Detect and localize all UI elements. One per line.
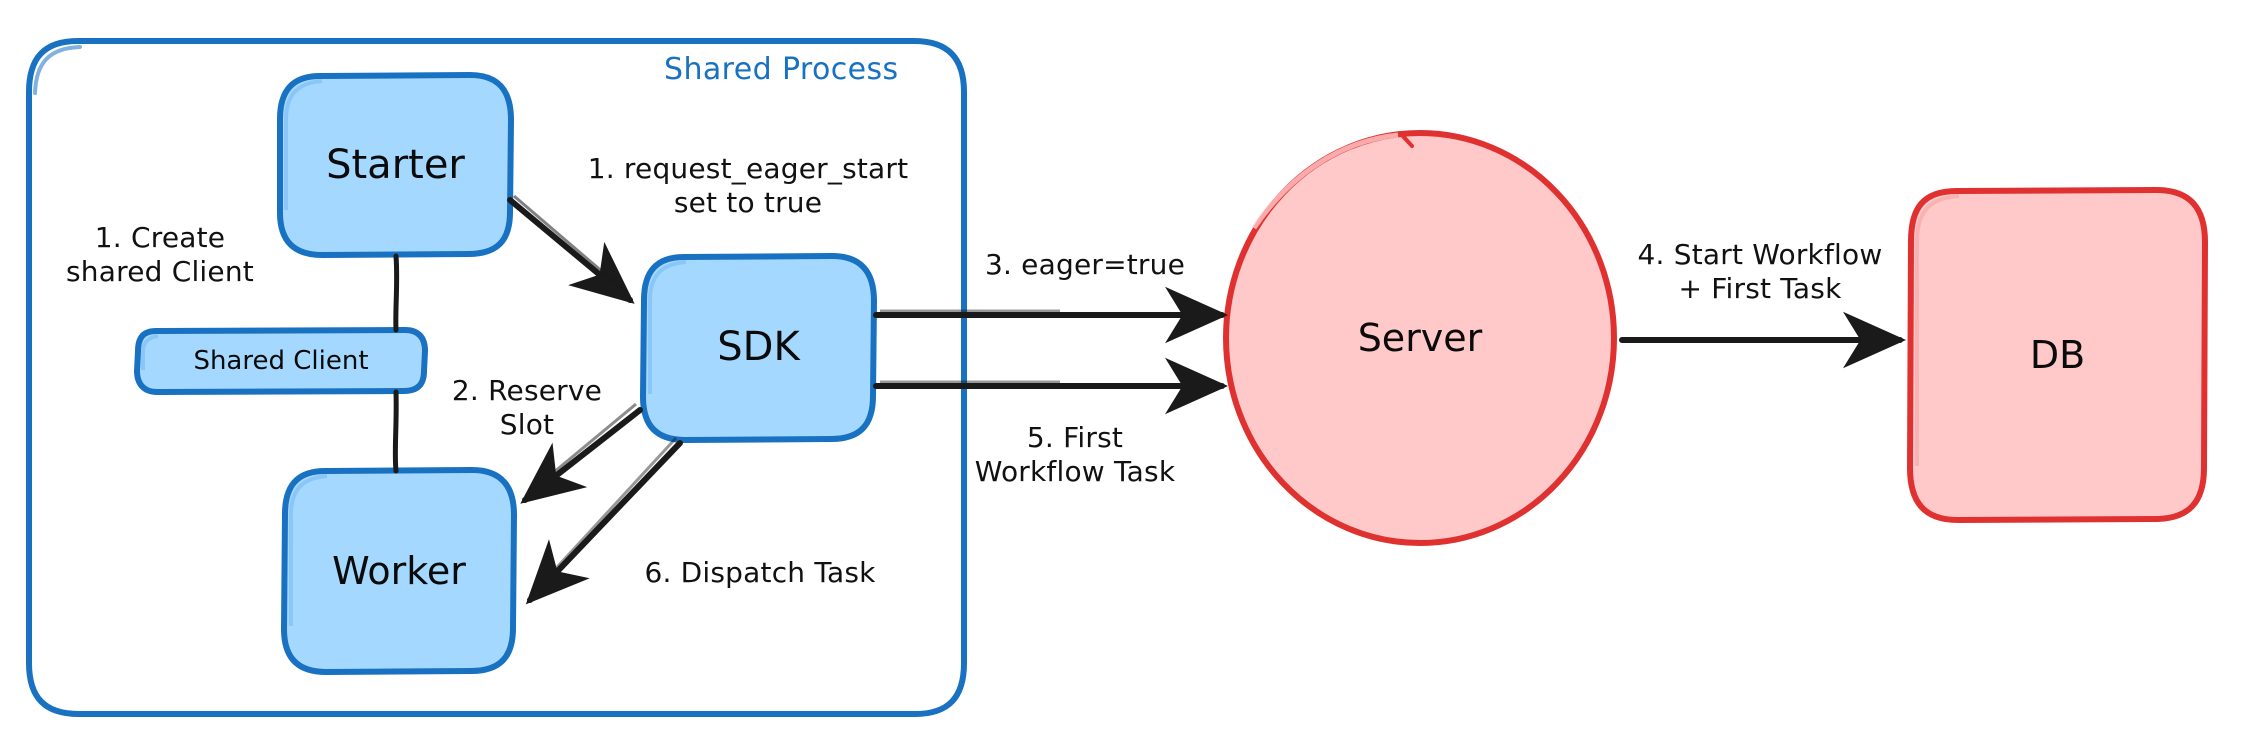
edge-2-sdk-to-worker xyxy=(520,402,643,504)
node-db-shape[interactable] xyxy=(1907,187,2208,523)
edge-3-sdk-to-server xyxy=(873,286,1228,344)
node-starter-shape[interactable] xyxy=(277,72,514,258)
edge-label-4-start-workflow: 4. Start Workflow + First Task xyxy=(1637,237,1883,305)
edge-label-1-create-shared-client: 1. Create shared Client xyxy=(66,220,254,288)
edge-1-starter-to-sdk xyxy=(507,194,635,304)
node-worker-shape[interactable] xyxy=(281,467,517,675)
node-sdk-shape[interactable] xyxy=(640,253,877,443)
edge-label-6-dispatch-task: 6. Dispatch Task xyxy=(644,555,876,589)
edge-starter-shared-client xyxy=(393,253,400,333)
group-shared-process-shape xyxy=(26,38,967,717)
group-label-shared-process: Shared Process xyxy=(664,52,899,87)
edge-label-2-reserve-slot: 2. Reserve Slot xyxy=(451,373,603,441)
edge-label-5-first-workflow-task: 5. First Workflow Task xyxy=(974,420,1176,488)
edge-shared-client-worker xyxy=(392,389,399,474)
edge-5-first-workflow-task xyxy=(873,357,1228,415)
edge-6-sdk-to-worker-dispatch xyxy=(525,436,683,605)
node-server-shape[interactable] xyxy=(1223,130,1617,546)
edge-label-1-request-eager-start: 1. request_eager_start set to true xyxy=(587,151,909,219)
edge-label-3-eager-true: 3. eager=true xyxy=(984,247,1186,281)
node-shared-client-shape[interactable] xyxy=(134,327,428,395)
